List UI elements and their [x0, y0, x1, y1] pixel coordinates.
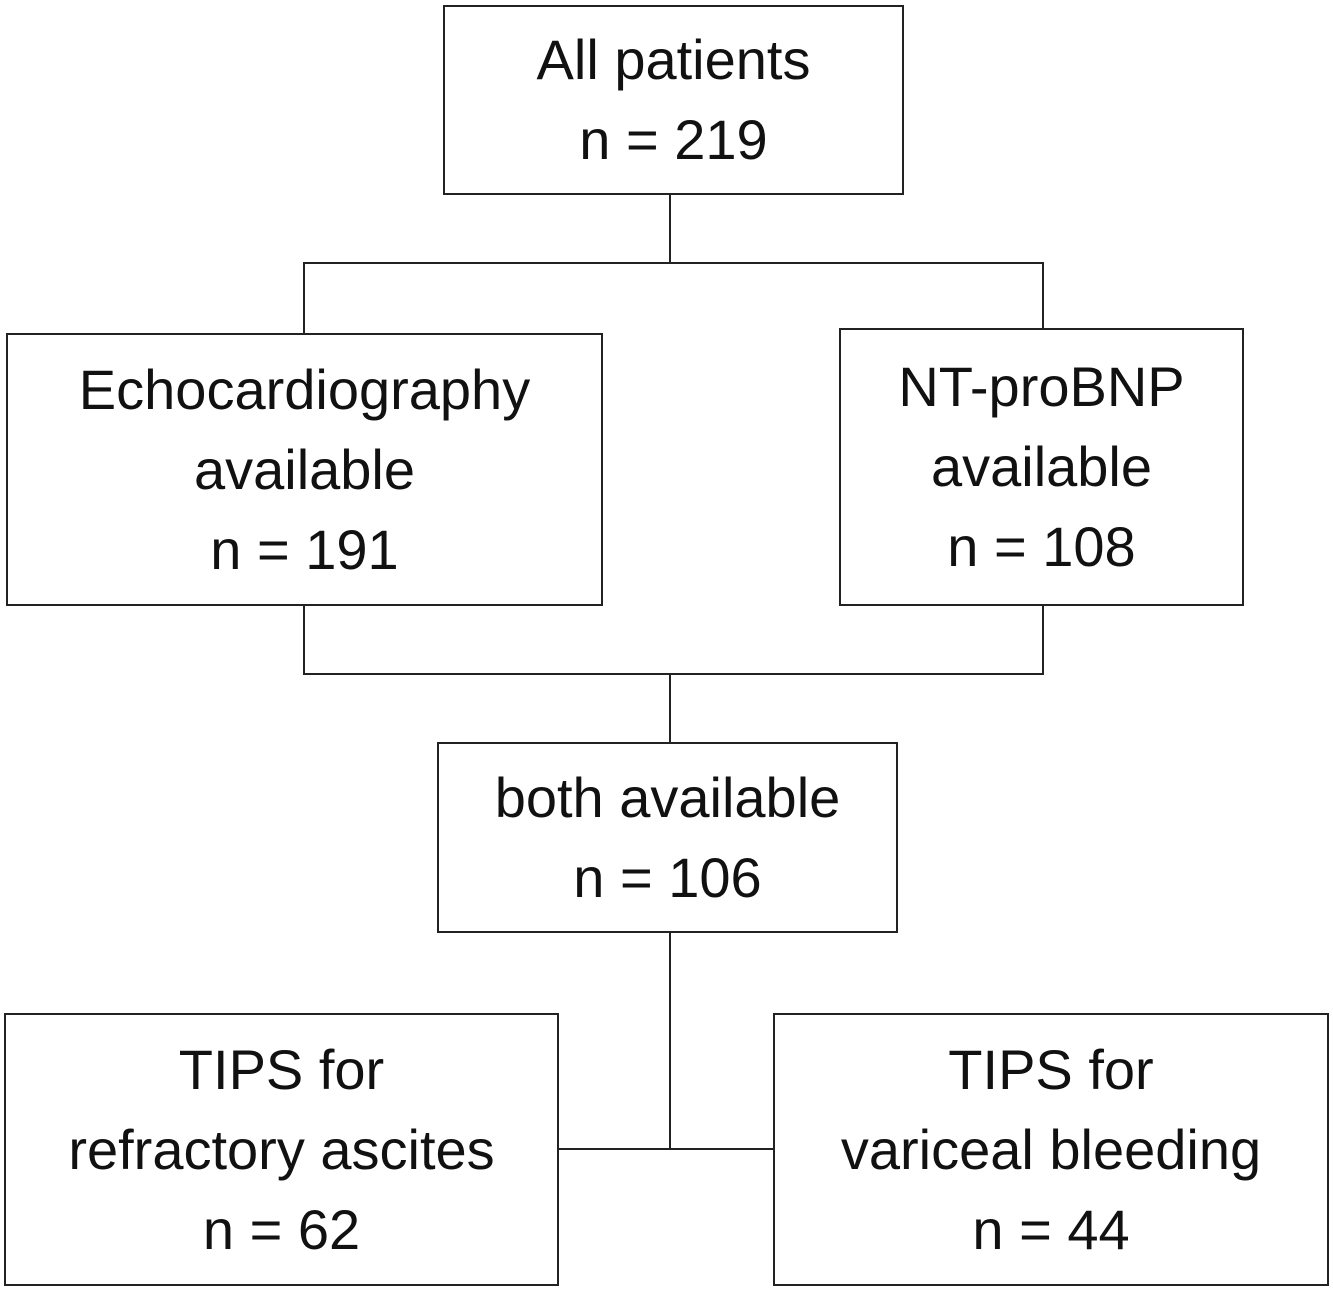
- node-both-available-count: n = 106: [573, 845, 762, 909]
- connector-to-echo: [303, 262, 305, 334]
- connector-to-ntprobnp: [1042, 262, 1044, 329]
- node-all-patients: All patients n = 219: [443, 5, 904, 195]
- node-tips-bleeding-count: n = 44: [972, 1197, 1130, 1261]
- node-both-available: both available n = 106: [437, 742, 898, 933]
- node-both-available-title: both available: [494, 765, 841, 829]
- node-ntprobnp-count: n = 108: [947, 515, 1136, 578]
- node-tips-ascites-line2: refractory ascites: [68, 1117, 495, 1181]
- connector-mid-horizontal: [303, 673, 1044, 675]
- node-ntprobnp: NT-proBNP available n = 108: [839, 328, 1244, 606]
- node-echocardiography-count: n = 191: [210, 517, 399, 581]
- node-tips-bleeding-line2: variceal bleeding: [840, 1117, 1262, 1181]
- node-tips-refractory-ascites: TIPS for refractory ascites n = 62: [4, 1013, 559, 1286]
- connector-ntprobnp-down: [1042, 605, 1044, 675]
- node-ntprobnp-subtitle: available: [930, 435, 1153, 498]
- connector-all-down: [669, 194, 671, 263]
- node-tips-variceal-bleeding: TIPS for variceal bleeding n = 44: [773, 1013, 1329, 1286]
- node-tips-ascites-line1: TIPS for: [178, 1037, 385, 1101]
- node-tips-ascites-count: n = 62: [202, 1197, 361, 1261]
- connector-both-down: [669, 932, 671, 1150]
- connector-bottom-horizontal: [558, 1148, 774, 1150]
- connector-top-horizontal: [303, 262, 1044, 264]
- node-all-patients-title: All patients: [536, 28, 811, 91]
- connector-echo-down: [303, 605, 305, 675]
- node-echocardiography-title: Echocardiography: [78, 357, 531, 421]
- node-echocardiography-subtitle: available: [193, 437, 416, 501]
- node-all-patients-count: n = 219: [579, 108, 768, 171]
- node-ntprobnp-title: NT-proBNP: [898, 355, 1185, 418]
- node-echocardiography: Echocardiography available n = 191: [6, 333, 603, 606]
- node-tips-bleeding-line1: TIPS for: [948, 1037, 1154, 1101]
- connector-to-both: [669, 673, 671, 743]
